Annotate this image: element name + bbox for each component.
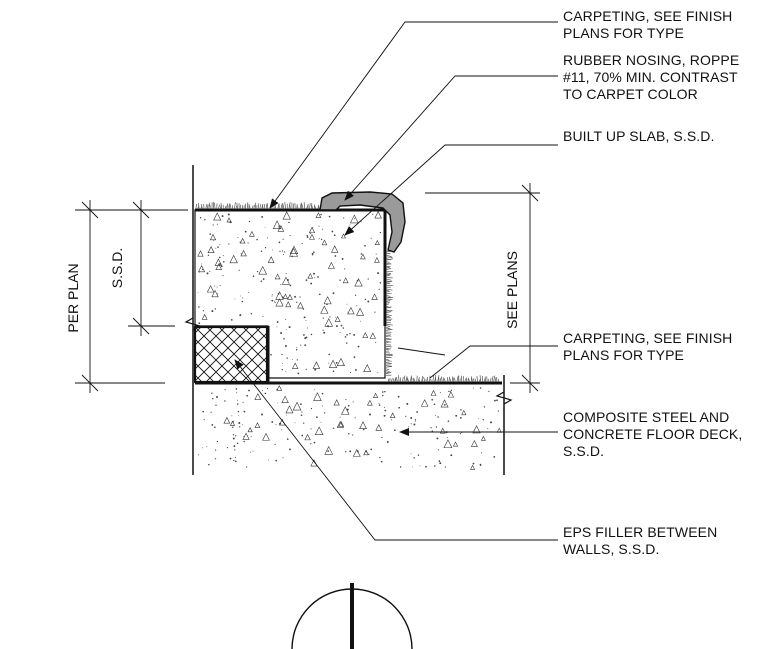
leader-carpet-top xyxy=(269,21,558,209)
dimension-per-plan xyxy=(75,200,188,393)
note-line: RUBBER NOSING, ROPPE xyxy=(563,52,740,68)
note-line: BUILT UP SLAB, S.S.D. xyxy=(563,128,715,144)
left-wall-break xyxy=(184,317,202,331)
floor-deck xyxy=(195,383,502,470)
note-line: CONCRETE FLOOR DECK, xyxy=(563,426,743,442)
carpet-fringe xyxy=(195,202,499,383)
note-carpet-bottom: CARPETING, SEE FINISH PLANS FOR TYPE xyxy=(563,330,732,364)
note-line: PLANS FOR TYPE xyxy=(563,347,684,363)
deck-aggregate-dots xyxy=(198,385,502,470)
note-line: CARPETING, SEE FINISH xyxy=(563,8,733,24)
note-line: CARPETING, SEE FINISH xyxy=(563,330,733,346)
leader-lines xyxy=(234,21,558,541)
see-plans-label: SEE PLANS xyxy=(504,251,520,329)
note-floor-deck: COMPOSITE STEEL AND CONCRETE FLOOR DECK,… xyxy=(563,409,742,460)
slab-aggregate-dots xyxy=(197,210,382,375)
section-symbol xyxy=(291,583,413,649)
leader-carpet-bottom-2 xyxy=(397,347,446,356)
leader-carpet-bottom xyxy=(429,345,558,379)
note-line: EPS FILLER BETWEEN xyxy=(563,524,718,540)
leader-built-up-slab xyxy=(344,144,558,236)
note-line: WALLS, S.S.D. xyxy=(563,541,660,557)
note-line: S.S.D. xyxy=(563,443,605,459)
note-line: COMPOSITE STEEL AND xyxy=(563,409,730,425)
eps-filler xyxy=(193,325,269,384)
note-built-up-slab: BUILT UP SLAB, S.S.D. xyxy=(563,128,715,145)
right-wall-break xyxy=(495,391,513,405)
note-line: #11, 70% MIN. CONTRAST xyxy=(563,69,738,85)
dimension-ssd xyxy=(128,200,188,336)
dimension-see-plans xyxy=(425,183,540,393)
ssd-dim-label: S.S.D. xyxy=(109,248,125,288)
note-line: PLANS FOR TYPE xyxy=(563,25,684,41)
note-eps-filler: EPS FILLER BETWEEN WALLS, S.S.D. xyxy=(563,524,717,558)
note-rubber-nosing: RUBBER NOSING, ROPPE #11, 70% MIN. CONTR… xyxy=(563,52,739,103)
leader-eps-filler xyxy=(234,359,558,541)
note-line: TO CARPET COLOR xyxy=(563,86,698,102)
note-carpet-top: CARPETING, SEE FINISH PLANS FOR TYPE xyxy=(563,8,732,42)
per-plan-label: PER PLAN xyxy=(65,263,81,332)
leader-rubber-nosing xyxy=(344,75,558,201)
